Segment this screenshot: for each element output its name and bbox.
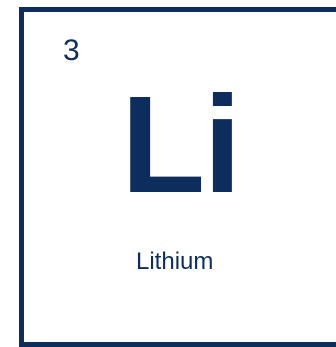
atomic-number: 3 — [63, 34, 80, 67]
element-tile — [19, 7, 336, 347]
element-symbol: Li — [121, 68, 242, 222]
element-name: Lithium — [136, 248, 214, 275]
